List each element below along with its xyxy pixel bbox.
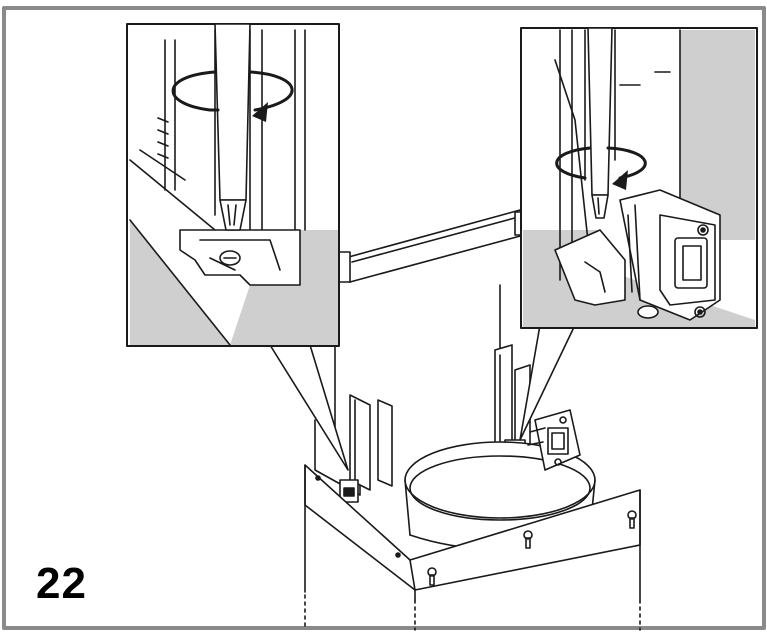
socket-large	[619, 189, 721, 321]
rotate-arrow-left	[171, 70, 294, 122]
screwdriver-left	[214, 23, 251, 231]
rotate-arrow-right	[555, 146, 647, 190]
step-number: 22	[36, 559, 87, 608]
screwdriver-right	[587, 27, 613, 219]
socket-small	[527, 409, 581, 471]
detail-inset-right	[520, 27, 758, 329]
extension-lines	[304, 594, 641, 631]
detail-inset-left	[126, 23, 340, 347]
keyhole-slots	[315, 475, 637, 586]
callout-pointer-left	[269, 344, 349, 471]
outer-border	[2, 6, 766, 630]
